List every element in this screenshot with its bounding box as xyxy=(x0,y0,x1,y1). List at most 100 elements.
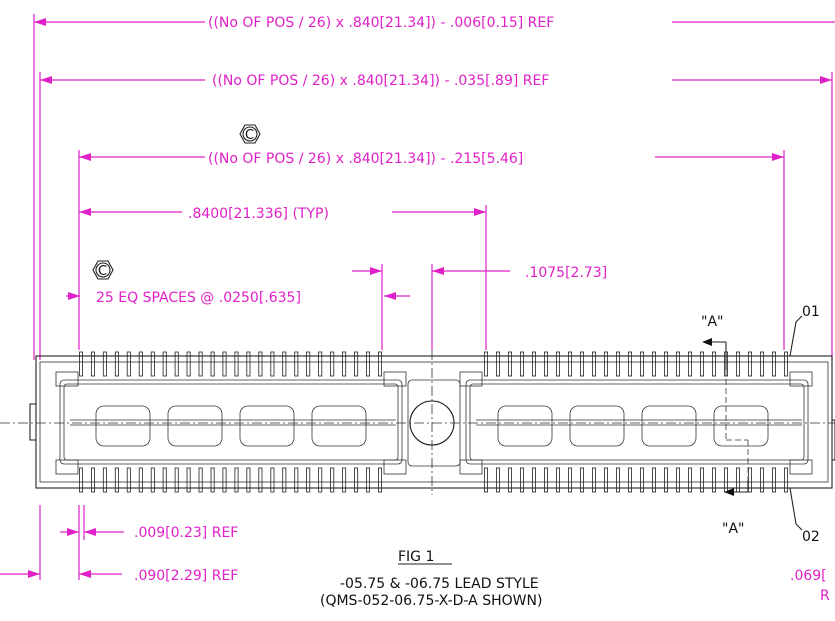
contact-pin xyxy=(306,467,311,493)
contact-pin xyxy=(784,467,789,493)
contact-pin xyxy=(700,467,705,493)
contact-pin xyxy=(760,351,765,377)
contact-pin xyxy=(544,351,549,377)
contact-pin xyxy=(79,467,84,493)
contact-pin xyxy=(234,467,239,493)
section-marker xyxy=(702,338,749,496)
contact-pin xyxy=(688,351,693,377)
contact-pin xyxy=(318,467,323,493)
contact-pin xyxy=(688,467,693,493)
contact-pin xyxy=(652,351,657,377)
critical-symbol: C xyxy=(239,124,261,144)
contact-pin xyxy=(222,467,227,493)
caption-line-1: -05.75 & -06.75 LEAD STYLE xyxy=(340,576,539,592)
contact-pin xyxy=(664,467,669,493)
contact-pin xyxy=(736,351,741,377)
contact-pin xyxy=(676,467,681,493)
svg-text:C: C xyxy=(98,264,107,279)
contact-pin xyxy=(234,351,239,377)
contact-pin xyxy=(342,467,347,493)
contact-pin xyxy=(282,351,287,377)
contact-pin xyxy=(520,467,525,493)
critical-span-dim: ((No OF POS / 26) x .840[21.34]) - .215[… xyxy=(208,151,523,167)
contact-pin xyxy=(114,467,119,493)
contact-pin xyxy=(102,351,107,377)
contact-pin xyxy=(772,467,777,493)
contact-pin xyxy=(306,351,311,377)
svg-text:C: C xyxy=(245,128,254,143)
contact-pin xyxy=(282,467,287,493)
right-partial-dim: .069[ xyxy=(790,568,827,584)
contact-pin xyxy=(258,351,263,377)
contact-pin xyxy=(198,467,203,493)
contact-pin xyxy=(784,351,789,377)
pin-rows xyxy=(79,351,789,493)
contact-pin xyxy=(365,467,370,493)
section-label-bottom: "A" xyxy=(722,521,744,537)
contact-pin xyxy=(294,467,299,493)
balloon-leaders xyxy=(789,315,803,531)
contact-pin xyxy=(495,467,500,493)
contact-pin xyxy=(628,351,633,377)
contact-pin xyxy=(210,467,215,493)
contact-pin xyxy=(532,467,537,493)
contact-pin xyxy=(592,467,597,493)
contact-pin xyxy=(556,351,561,377)
balloon-01: 01 xyxy=(802,304,820,320)
contact-pin xyxy=(520,351,525,377)
contact-pin xyxy=(91,351,96,377)
contact-pin xyxy=(676,351,681,377)
contact-pin xyxy=(270,351,275,377)
contact-pin xyxy=(114,351,119,377)
contact-pin xyxy=(162,467,167,493)
section-label-top: "A" xyxy=(701,314,723,330)
contact-pin xyxy=(258,467,263,493)
center-gap-dim: .1075[2.73] xyxy=(525,265,607,281)
contact-pin xyxy=(700,351,705,377)
bank-pitch-dim: .8400[21.336] (TYP) xyxy=(188,206,329,222)
eq-spaces-dim: 25 EQ SPACES @ .0250[.635] xyxy=(96,290,301,306)
contact-pin xyxy=(174,467,179,493)
contact-pin xyxy=(91,467,96,493)
contact-pin xyxy=(294,351,299,377)
contact-pin xyxy=(198,351,203,377)
contact-pin xyxy=(79,351,84,377)
contact-pin xyxy=(556,467,561,493)
contact-pin xyxy=(318,351,323,377)
contact-pin xyxy=(162,351,167,377)
contact-pin xyxy=(568,467,573,493)
contact-pin xyxy=(580,351,585,377)
contact-pin xyxy=(330,351,335,377)
figure-label: FIG 1 xyxy=(398,549,434,565)
contact-pin xyxy=(246,467,251,493)
lead-offset-dim: .090[2.29] REF xyxy=(134,568,238,584)
contact-pin xyxy=(342,351,347,377)
contact-pin xyxy=(102,467,107,493)
contact-pin xyxy=(354,467,359,493)
contact-pin xyxy=(270,467,275,493)
contact-pin xyxy=(640,351,645,377)
contact-pin xyxy=(174,351,179,377)
balloon-02: 02 xyxy=(802,529,820,545)
contact-pin xyxy=(712,351,717,377)
contact-pin xyxy=(377,467,382,493)
connector-body xyxy=(0,350,835,495)
contact-pin xyxy=(483,351,488,377)
contact-pin xyxy=(377,351,382,377)
contact-pin xyxy=(330,467,335,493)
contact-pin xyxy=(580,467,585,493)
critical-symbol: C xyxy=(92,260,114,280)
contact-pin xyxy=(772,351,777,377)
contact-pin xyxy=(495,351,500,377)
contact-pin xyxy=(354,351,359,377)
right-partial-dim-2: R xyxy=(820,588,830,604)
contact-pin xyxy=(150,351,155,377)
inner-ref-dim: ((No OF POS / 26) x .840[21.34]) - .035[… xyxy=(212,73,549,89)
contact-pin xyxy=(126,467,131,493)
contact-pin xyxy=(126,351,131,377)
contact-pin xyxy=(760,467,765,493)
contact-pin xyxy=(568,351,573,377)
contact-pin xyxy=(604,467,609,493)
caption-line-2: (QMS-052-06.75-X-D-A SHOWN) xyxy=(320,593,542,609)
